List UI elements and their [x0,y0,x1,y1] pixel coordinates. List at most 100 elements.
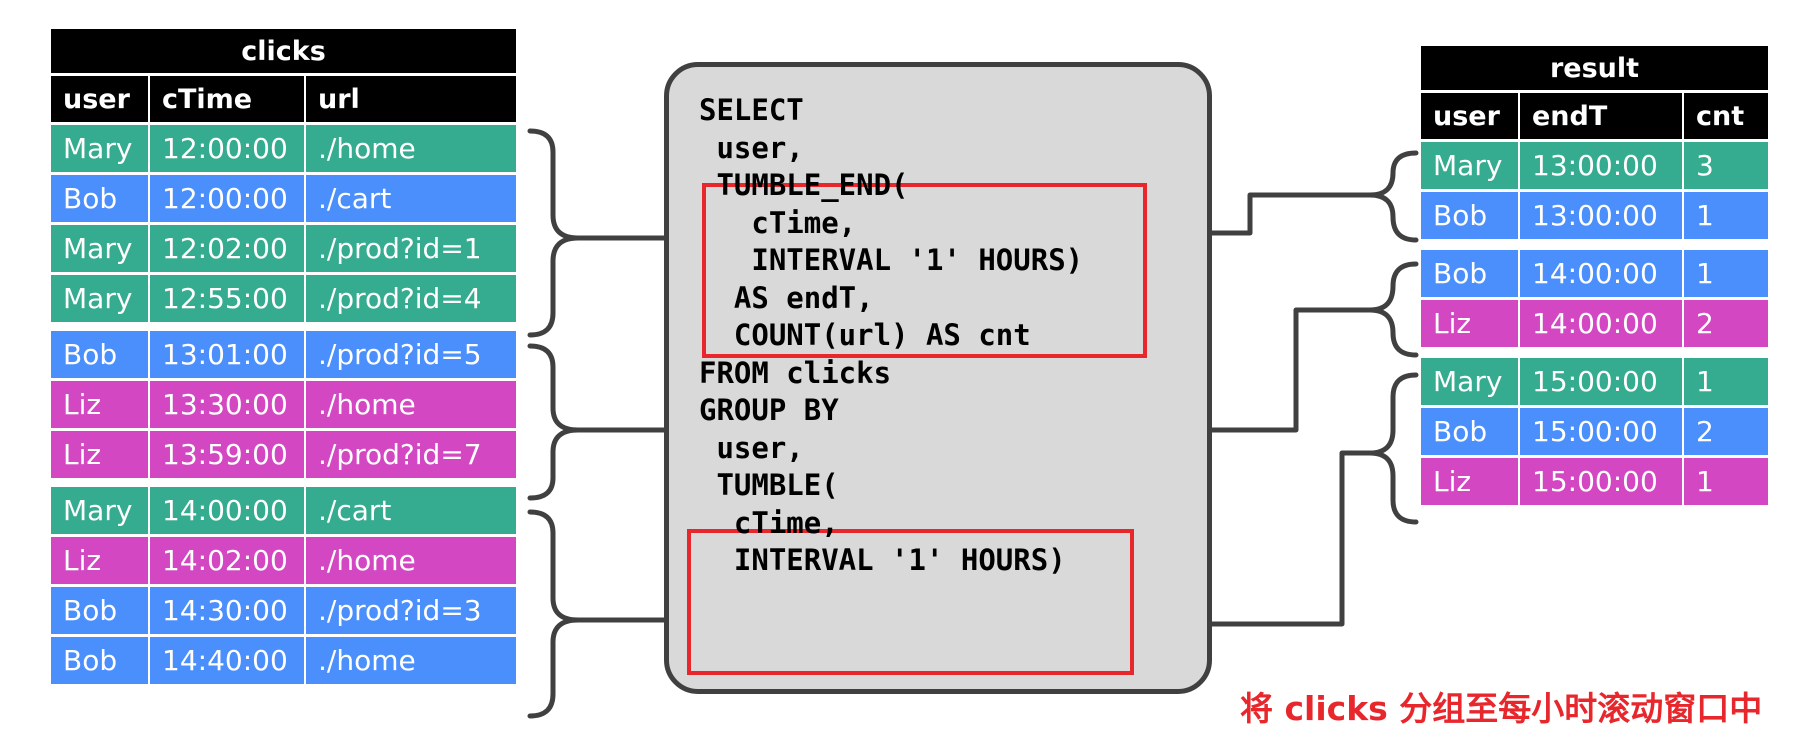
input-brace-2 [527,343,581,501]
result-cell-endt: 13:00:00 [1520,192,1684,242]
result-cell-user: Liz [1421,458,1520,508]
clicks-table-title: clicks [51,29,517,76]
sql-line: user, [699,430,804,465]
result-cell-endt: 15:00:00 [1520,358,1684,408]
output-connector-1 [1209,192,1373,236]
sql-line: GROUP BY [699,393,839,427]
result-table-title: result [1421,46,1769,93]
result-cell-cnt: 2 [1684,408,1769,458]
output-brace-3 [1367,372,1419,525]
group-gap [1421,350,1769,358]
tumble-end-highlight [702,183,1147,358]
output-connector-3 [1209,450,1373,627]
sql-line: SELECT [699,93,804,127]
sql-line: AS endT, [699,280,874,315]
tumble-group-highlight [687,529,1134,675]
group-gap [51,481,517,487]
clicks-cell-user: Liz [51,431,150,481]
clicks-cell-user: Mary [51,275,150,325]
result-cell-user: Bob [1421,408,1520,458]
sql-line: user, [699,130,804,165]
result-cell-user: Mary [1421,358,1520,408]
clicks-cell-ctime: 14:02:00 [150,537,306,587]
sql-line: FROM clicks [699,355,892,390]
clicks-cell-user: Liz [51,381,150,431]
sql-line: TUMBLE( [699,468,839,502]
group-gap [51,325,517,331]
clicks-cell-url: ./prod?id=7 [306,431,517,481]
result-cell-endt: 14:00:00 [1520,250,1684,300]
result-cell-user: Bob [1421,250,1520,300]
clicks-col-url: url [306,76,517,125]
result-cell-cnt: 3 [1684,142,1769,192]
clicks-col-user: user [51,76,150,125]
clicks-cell-user: Bob [51,175,150,225]
clicks-cell-url: ./home [306,637,517,687]
clicks-cell-url: ./prod?id=1 [306,225,517,275]
output-connector-2 [1209,307,1373,433]
sql-line: COUNT(url) AS cnt [699,318,1031,352]
result-cell-cnt: 1 [1684,458,1769,508]
clicks-cell-user: Mary [51,225,150,275]
result-col-cnt: cnt [1684,93,1769,142]
result-cell-cnt: 2 [1684,300,1769,350]
result-cell-cnt: 1 [1684,250,1769,300]
result-cell-user: Mary [1421,142,1520,192]
clicks-cell-user: Bob [51,331,150,381]
sql-line: INTERVAL '1' HOURS) [699,543,1066,577]
clicks-cell-ctime: 13:30:00 [150,381,306,431]
clicks-cell-user: Bob [51,587,150,637]
sql-query-box: SELECT user, TUMBLE_END( cTime, INTERVAL… [664,62,1212,694]
window-caption: 将 clicks 分组至每小时滚动窗口中 [1240,689,1763,728]
clicks-cell-user: Mary [51,487,150,537]
result-cell-cnt: 1 [1684,358,1769,408]
input-brace-1 [527,128,581,338]
clicks-cell-ctime: 12:00:00 [150,125,306,175]
clicks-cell-url: ./prod?id=4 [306,275,517,325]
clicks-cell-user: Bob [51,637,150,687]
clicks-col-ctime: cTime [150,76,306,125]
clicks-cell-url: ./cart [306,487,517,537]
clicks-cell-ctime: 13:01:00 [150,331,306,381]
clicks-cell-url: ./home [306,125,517,175]
clicks-cell-ctime: 13:59:00 [150,431,306,481]
clicks-cell-url: ./cart [306,175,517,225]
clicks-cell-url: ./prod?id=5 [306,331,517,381]
result-cell-endt: 13:00:00 [1520,142,1684,192]
result-cell-cnt: 1 [1684,192,1769,242]
result-col-user: user [1421,93,1520,142]
sql-line: cTime, [699,505,839,540]
clicks-cell-user: Liz [51,537,150,587]
input-brace-3 [527,509,581,719]
clicks-cell-url: ./prod?id=3 [306,587,517,637]
result-cell-endt: 14:00:00 [1520,300,1684,350]
output-brace-1 [1367,150,1419,243]
clicks-cell-url: ./home [306,381,517,431]
clicks-cell-ctime: 12:55:00 [150,275,306,325]
result-cell-endt: 15:00:00 [1520,458,1684,508]
clicks-cell-ctime: 14:30:00 [150,587,306,637]
sql-line: cTime, [699,205,857,240]
sql-line: TUMBLE_END( [699,168,909,202]
clicks-cell-ctime: 14:40:00 [150,637,306,687]
result-cell-user: Liz [1421,300,1520,350]
